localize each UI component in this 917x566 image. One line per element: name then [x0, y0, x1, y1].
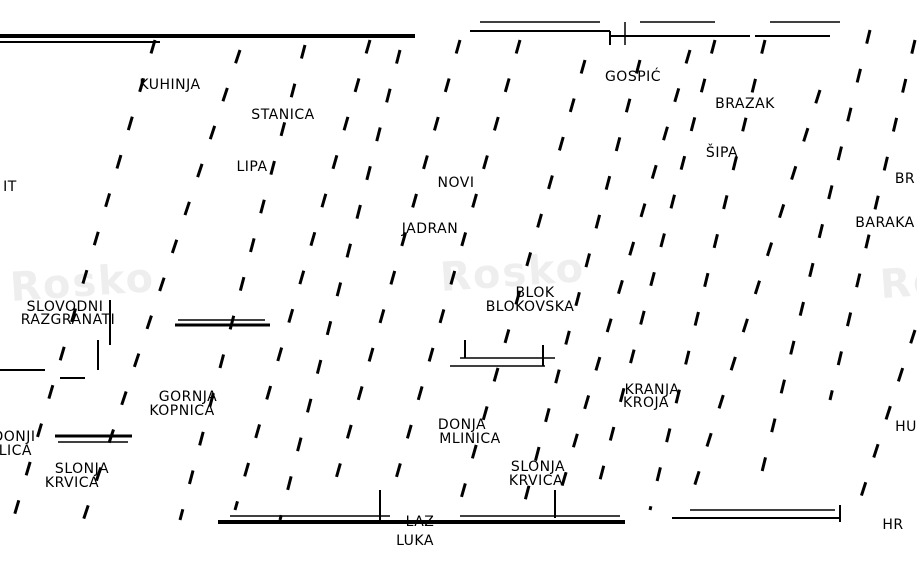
label-sipa: ŠIPA: [705, 145, 739, 161]
label-kranja: KRANJA: [624, 382, 680, 398]
label-krvica: KRVICA: [44, 475, 100, 491]
label-kopnica: KOPNICA: [149, 403, 215, 419]
label-hu: HU: [895, 419, 917, 435]
label-it: IT: [3, 179, 17, 195]
label-blok: BLOK: [515, 285, 555, 301]
label-baraka: BARAKA: [855, 215, 915, 231]
label-blokovska: BLOKOVSKA: [485, 299, 575, 315]
hatch-line-1: [8, 39, 157, 531]
label-kroja: KROJA: [623, 395, 669, 411]
label-razgranati: RAZGRANATI: [20, 312, 116, 328]
label-ulica: ULICA: [0, 443, 33, 459]
label-brazak: BRAZAK: [715, 96, 775, 112]
label-slovodni: SLOVODNI: [26, 299, 104, 315]
hatch-line-2: [78, 49, 242, 531]
hatch-line-3: [178, 44, 307, 521]
label-lipa: LIPA: [236, 159, 268, 175]
hatch-line-14: [758, 29, 872, 481]
label-br-right: BR: [894, 171, 916, 187]
hatch-line-10: [553, 49, 692, 511]
label-stanica: STANICA: [251, 107, 315, 123]
label-kuhinja: KUHINJA: [139, 77, 201, 93]
hatch-line-11: [598, 39, 717, 481]
hatch-line-16: [858, 329, 917, 501]
label-gospic: GOSPIĆ: [604, 69, 662, 85]
label-slonja-2: SLONJA: [510, 459, 566, 475]
label-laz: LAZ: [405, 514, 435, 530]
label-donja: DONJA: [437, 417, 487, 433]
hatch-line-12: [648, 39, 767, 511]
label-luka: LUKA: [396, 533, 434, 549]
hatch-line-5: [278, 49, 402, 521]
label-hr: HR: [882, 517, 904, 533]
label-gornja: GORNJA: [158, 389, 218, 405]
label-krvica-2: KRVICA: [508, 473, 564, 489]
label-slonja: SLONJA: [54, 461, 110, 477]
label-mlinica: MLINICA: [439, 431, 501, 447]
hatch-line-4: [233, 39, 372, 511]
label-jadran: JADRAN: [401, 221, 459, 237]
label-donji: DONJI: [0, 429, 36, 445]
label-novi: NOVI: [437, 175, 475, 191]
